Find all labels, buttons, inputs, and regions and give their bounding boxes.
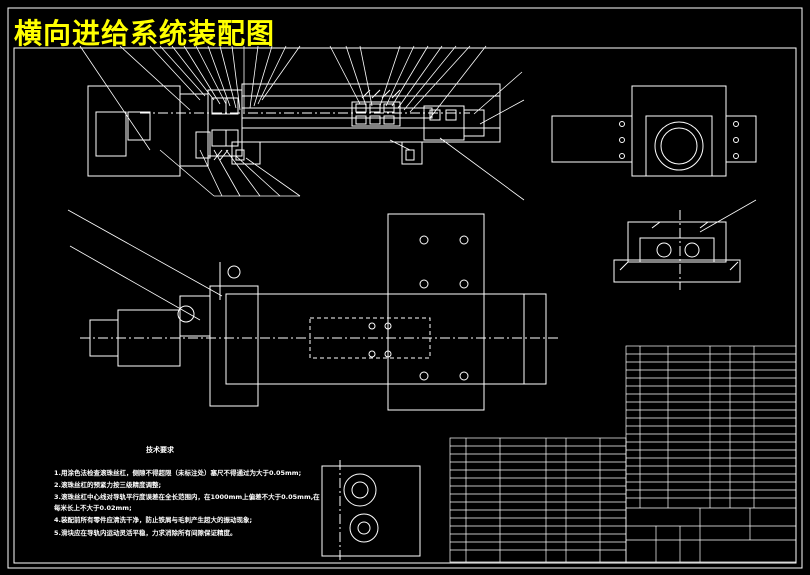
lower-bolt	[405, 149, 415, 161]
drawing-title: 横向进给系统装配图	[14, 17, 276, 50]
guide-roller	[684, 242, 700, 258]
bolt-hole	[733, 137, 739, 143]
nut-ball	[383, 103, 395, 113]
lower-bolt	[235, 149, 245, 161]
leader-line	[67, 209, 223, 297]
plan-view	[67, 209, 560, 411]
section-frame	[321, 465, 421, 557]
nut-ball	[383, 115, 395, 125]
bom-right-table	[625, 345, 797, 563]
leader-lines-top	[79, 45, 525, 201]
nut-ball	[355, 115, 367, 125]
guide-carriage	[627, 221, 727, 263]
plan-hole	[384, 322, 392, 330]
plate-hole	[419, 371, 429, 381]
lower-bracket	[231, 141, 261, 165]
plan-hole	[368, 322, 376, 330]
hatch	[729, 261, 739, 271]
bom-right	[625, 345, 797, 563]
plan-coupling	[179, 295, 211, 337]
bolt-hole	[619, 121, 625, 127]
section-gear-bottom-inner	[357, 521, 371, 535]
coupling	[195, 131, 211, 159]
main-section-view	[87, 83, 501, 177]
leader-lines-bottom	[159, 139, 411, 197]
guide-roller	[656, 242, 672, 258]
section-gear-bottom	[349, 513, 379, 543]
hatch	[219, 149, 229, 161]
ball-nut	[351, 101, 401, 127]
end-view-right-body	[725, 115, 757, 163]
end-view-flange	[645, 115, 713, 177]
plan-nut	[227, 265, 241, 279]
requirement-item: 2.滚珠丝杠的预紧力按三级精度调整;	[54, 481, 162, 489]
bearing-left-bottom	[211, 129, 227, 147]
plan-bearing-block	[209, 285, 259, 407]
hatch	[213, 149, 223, 161]
section-gear-top-inner	[351, 481, 369, 499]
bolt-hole	[733, 153, 739, 159]
plate-hole	[419, 235, 429, 245]
technical-requirements-heading: 技术要求	[146, 446, 174, 454]
bolt-hole	[619, 137, 625, 143]
end-view-circle	[654, 121, 704, 171]
bom-left-table	[449, 437, 627, 563]
hatch	[391, 89, 401, 99]
requirement-item: 1.用涂色法检查滚珠丝杠，侧隙不得超限（未标注处）塞尺不得通过为大于0.05mm…	[54, 469, 302, 477]
hatch	[619, 261, 629, 271]
plan-end-cap	[523, 293, 547, 385]
motor-endcap	[95, 111, 127, 157]
plan-table	[225, 293, 525, 385]
bolt-hole	[733, 121, 739, 127]
guide-rail	[639, 237, 715, 263]
plate-hole	[419, 279, 429, 289]
requirement-item: 4.装配前所有零件应清洗干净，防止铁屑与毛刺产生超大的振动现象;	[54, 516, 253, 524]
bearing-right-top	[225, 97, 239, 115]
plan-hole	[368, 350, 376, 358]
requirement-item: 每米长上不大于0.02mm;	[54, 504, 132, 512]
leader-line	[69, 245, 201, 321]
tail-bearing	[429, 109, 441, 121]
guide-base	[613, 259, 741, 283]
plate-hole	[459, 279, 469, 289]
lower-bracket	[401, 141, 423, 165]
hatch	[651, 221, 661, 229]
plate-hole	[459, 235, 469, 245]
requirement-item: 3.滚珠丝杠中心线对导轨平行度误差在全长范围内，在1000mm上偏差不大于0.0…	[54, 493, 320, 501]
end-view-circle-inner	[660, 127, 698, 165]
requirement-item: 5.滑块应在导轨内运动灵活平稳，力求消除所有间隙保证精度。	[54, 529, 237, 537]
nut-ball	[355, 103, 367, 113]
end-view	[551, 85, 757, 177]
guide-section-view	[613, 199, 757, 290]
plan-coupling-circle	[177, 305, 195, 323]
motor-body	[87, 85, 181, 177]
bom-lower	[449, 437, 627, 563]
section-gear-top	[343, 473, 377, 507]
plan-hole	[384, 350, 392, 358]
motor-flange	[127, 111, 151, 141]
outer-border	[7, 7, 803, 569]
saddle-plate	[387, 213, 485, 411]
nut-ball	[369, 103, 381, 113]
leader-line	[699, 199, 757, 233]
hatch	[371, 89, 381, 99]
end-cap	[463, 109, 485, 137]
inner-border	[13, 47, 797, 564]
plate-hole	[459, 371, 469, 381]
nut-ball	[369, 115, 381, 125]
tail-bearing	[445, 109, 457, 121]
section-view-small	[321, 460, 421, 560]
bolt-hole	[619, 153, 625, 159]
hatch	[699, 221, 709, 229]
